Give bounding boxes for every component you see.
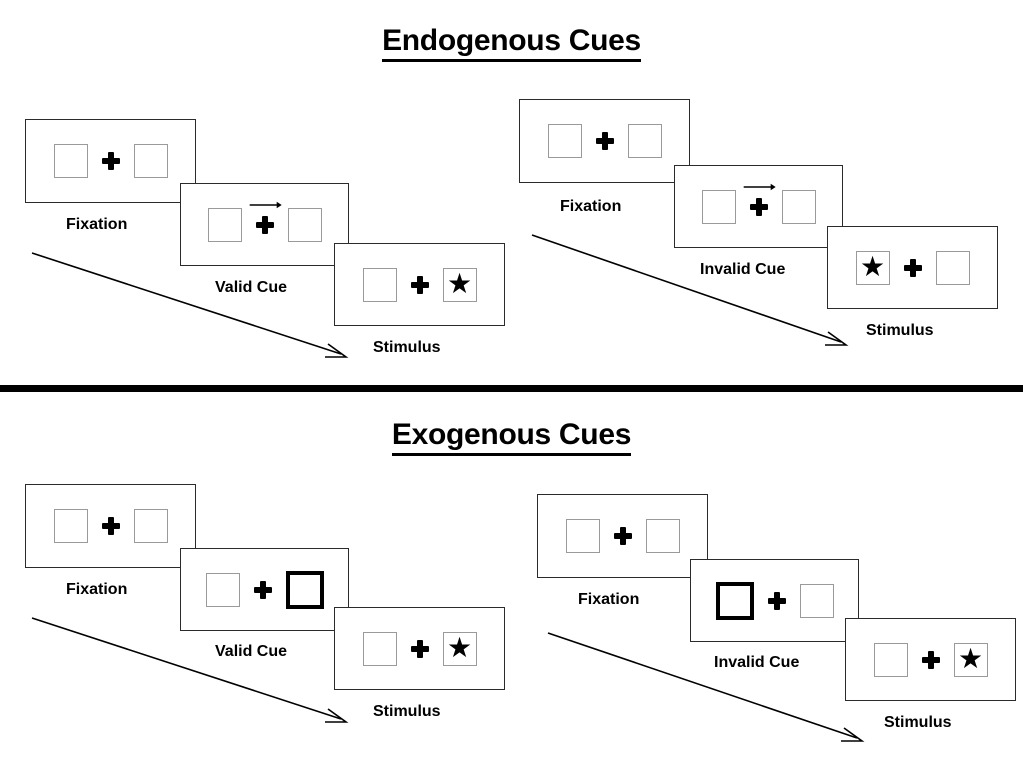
right-box xyxy=(799,583,834,618)
right-box-cued xyxy=(285,570,324,609)
frame-label-exogenous-invalid-cue: Invalid Cue xyxy=(714,654,800,671)
time-arrow-endogenous-invalid xyxy=(531,234,849,346)
frame-endogenous-valid-stimulus: ★ xyxy=(334,243,505,326)
frame-exogenous-invalid-cue xyxy=(690,559,859,642)
section-title-endogenous-text: Endogenous Cues xyxy=(382,24,641,62)
frame-label-endogenous-valid-stimulus: Stimulus xyxy=(373,339,441,356)
arrow-right-icon xyxy=(743,183,776,190)
frame-exogenous-invalid-fixation xyxy=(537,494,708,578)
fixation-area xyxy=(101,517,120,535)
left-box xyxy=(701,189,736,224)
plus-icon xyxy=(101,152,120,170)
fixation-area xyxy=(595,132,614,150)
left-box xyxy=(873,642,908,677)
right-box-target: ★ xyxy=(442,267,477,302)
plus-icon xyxy=(101,517,120,535)
star-icon: ★ xyxy=(446,267,473,299)
frame-label-endogenous-valid-fixation: Fixation xyxy=(66,216,128,233)
star-icon: ★ xyxy=(859,250,886,282)
frame-endogenous-valid-fixation xyxy=(25,119,196,203)
frame-content xyxy=(701,183,816,224)
frame-label-exogenous-valid-fixation: Fixation xyxy=(66,581,128,598)
right-box xyxy=(287,207,322,242)
right-box xyxy=(781,189,816,224)
frame-label-exogenous-valid-stimulus: Stimulus xyxy=(373,703,441,720)
left-box xyxy=(362,631,397,666)
frame-exogenous-valid-stimulus: ★ xyxy=(334,607,505,690)
time-arrow-exogenous-valid xyxy=(31,617,349,723)
frame-label-endogenous-invalid-cue: Invalid Cue xyxy=(700,261,786,278)
fixation-area xyxy=(410,275,429,294)
frame-content: ★ xyxy=(873,642,988,677)
left-box xyxy=(565,519,600,553)
left-box xyxy=(205,572,240,607)
fixation-area xyxy=(613,527,632,545)
fixation-area xyxy=(101,152,120,170)
frame-endogenous-invalid-fixation xyxy=(519,99,690,183)
plus-icon xyxy=(410,639,429,658)
star-icon: ★ xyxy=(446,631,473,663)
left-box-cued xyxy=(715,581,754,620)
left-box-target: ★ xyxy=(855,250,890,285)
left-box xyxy=(207,207,242,242)
frame-exogenous-valid-fixation xyxy=(25,484,196,568)
frame-endogenous-valid-cue xyxy=(180,183,349,266)
right-box xyxy=(133,509,168,543)
plus-icon xyxy=(921,650,940,669)
frame-content xyxy=(715,581,834,620)
fixation-area xyxy=(921,650,940,669)
frame-label-endogenous-invalid-fixation: Fixation xyxy=(560,198,622,215)
plus-icon xyxy=(613,527,632,545)
section-title-exogenous-text: Exogenous Cues xyxy=(391,418,631,456)
star-icon: ★ xyxy=(957,642,984,674)
plus-icon xyxy=(749,197,768,216)
frame-content xyxy=(565,519,680,553)
left-box xyxy=(53,144,88,178)
frame-exogenous-valid-cue xyxy=(180,548,349,631)
frame-content xyxy=(207,201,322,242)
plus-icon xyxy=(410,275,429,294)
frame-content: ★ xyxy=(362,267,477,302)
left-box xyxy=(362,267,397,302)
arrow-right-icon xyxy=(249,201,282,208)
fixation-area xyxy=(743,183,776,216)
right-box xyxy=(645,519,680,553)
section-title-endogenous: Endogenous Cues xyxy=(0,24,1023,62)
frame-content xyxy=(205,570,324,609)
frame-content: ★ xyxy=(362,631,477,666)
frame-content xyxy=(53,144,168,178)
frame-label-endogenous-invalid-stimulus: Stimulus xyxy=(866,322,934,339)
frame-endogenous-invalid-cue xyxy=(674,165,843,248)
fixation-area xyxy=(767,591,786,610)
frame-content xyxy=(53,509,168,543)
fixation-area xyxy=(410,639,429,658)
frame-endogenous-invalid-stimulus: ★ xyxy=(827,226,998,309)
fixation-area xyxy=(903,258,922,277)
right-box xyxy=(627,124,662,158)
right-box xyxy=(133,144,168,178)
frame-label-exogenous-valid-cue: Valid Cue xyxy=(215,643,288,660)
left-box xyxy=(547,124,582,158)
plus-icon xyxy=(767,591,786,610)
fixation-area xyxy=(253,580,272,599)
plus-icon xyxy=(595,132,614,150)
frame-label-exogenous-invalid-fixation: Fixation xyxy=(578,591,640,608)
time-arrow-endogenous-valid xyxy=(31,252,349,358)
plus-icon xyxy=(253,580,272,599)
frame-content xyxy=(547,124,662,158)
frame-content: ★ xyxy=(855,250,970,285)
right-box-target: ★ xyxy=(953,642,988,677)
time-arrow-exogenous-invalid xyxy=(547,632,865,742)
plus-icon xyxy=(903,258,922,277)
frame-exogenous-invalid-stimulus: ★ xyxy=(845,618,1016,701)
fixation-area xyxy=(249,201,282,234)
right-box-target: ★ xyxy=(442,631,477,666)
right-box xyxy=(935,250,970,285)
left-box xyxy=(53,509,88,543)
frame-label-endogenous-valid-cue: Valid Cue xyxy=(215,279,288,296)
section-divider xyxy=(0,385,1023,392)
section-title-exogenous: Exogenous Cues xyxy=(0,418,1023,456)
frame-label-exogenous-invalid-stimulus: Stimulus xyxy=(884,714,952,731)
plus-icon xyxy=(255,215,274,234)
